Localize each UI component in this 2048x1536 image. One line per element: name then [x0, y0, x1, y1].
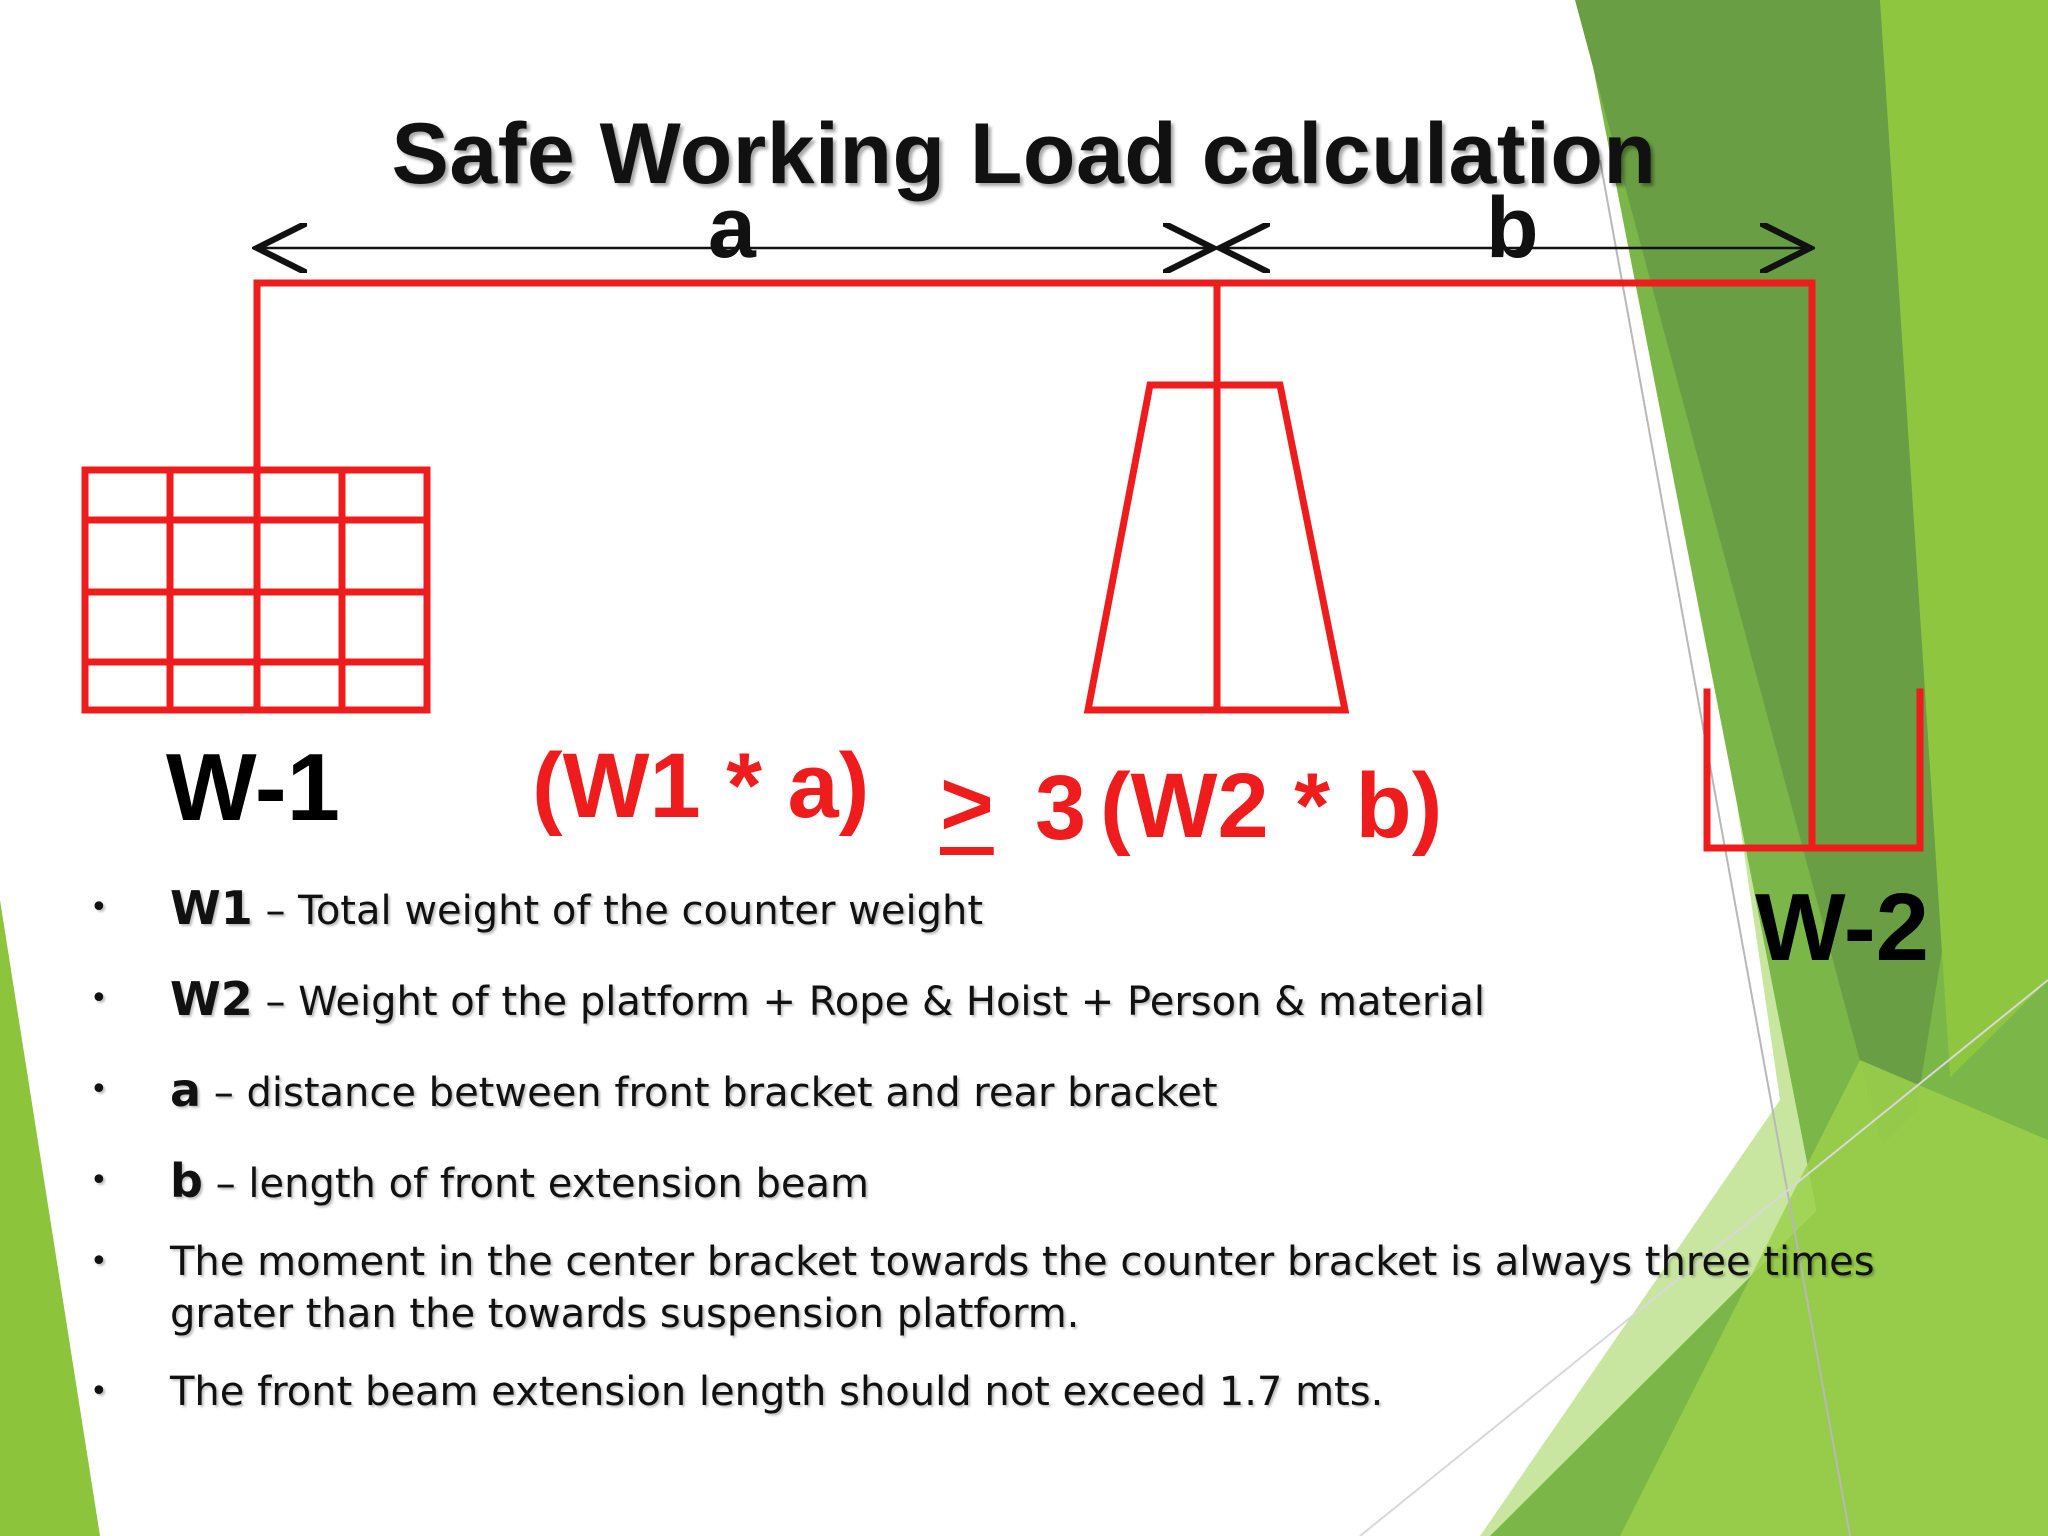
left-green-wedge [0, 900, 100, 1536]
term: W1 [170, 881, 253, 935]
formula-factor: 3 [1035, 757, 1087, 859]
formula-left: (W1 * a) [532, 735, 870, 837]
bullet: • [90, 1374, 108, 1409]
dimension-label-a: a [708, 180, 756, 276]
formula-right: (W2 * b) [1100, 755, 1443, 857]
bullet: • [90, 1244, 108, 1279]
slide-title: Safe Working Load calculation [391, 106, 1657, 202]
definition-text: – length of front extension beam [202, 1161, 869, 1207]
bottom-green-triangle-light [1620, 1060, 2048, 1536]
definition-text: – Weight of the platform + Rope & Hoist … [252, 979, 1485, 1025]
list-item: • W1 – Total weight of the counter weigh… [80, 882, 1900, 937]
definition-text: – Total weight of the counter weight [252, 888, 984, 934]
list-item: • The front beam extension length should… [80, 1366, 1900, 1418]
center-bracket [1083, 381, 1350, 714]
dimension-label-b: b [1486, 180, 1539, 276]
suspension-platform [1703, 688, 1924, 852]
definition-text: The moment in the center bracket towards… [170, 1239, 1875, 1337]
list-item: • W2 – Weight of the platform + Rope & H… [80, 973, 1900, 1028]
definitions-list: • W1 – Total weight of the counter weigh… [80, 882, 1900, 1418]
term: W2 [170, 972, 253, 1026]
right-green-dark-panel [1575, 0, 1960, 1210]
platform-weight-label: W-2 [1755, 874, 1930, 981]
bullet: • [90, 1072, 108, 1107]
term: a [170, 1063, 202, 1117]
list-item: • b – length of front extension beam [80, 1155, 1900, 1210]
bullet: • [90, 981, 108, 1016]
top-beam [253, 279, 1816, 852]
list-item: • a – distance between front bracket and… [80, 1064, 1900, 1119]
list-item: • The moment in the center bracket towar… [80, 1236, 1900, 1340]
definition-text: The front beam extension length should n… [170, 1369, 1384, 1415]
formula-operator: > [940, 753, 994, 855]
definition-text: – distance between front bracket and rea… [201, 1070, 1218, 1116]
thin-diagonal-line-2 [1359, 979, 2048, 1536]
counter-weight-label: W-1 [166, 734, 341, 841]
bullet: • [90, 1163, 108, 1198]
bullet: • [90, 890, 108, 925]
term: b [170, 1154, 203, 1208]
